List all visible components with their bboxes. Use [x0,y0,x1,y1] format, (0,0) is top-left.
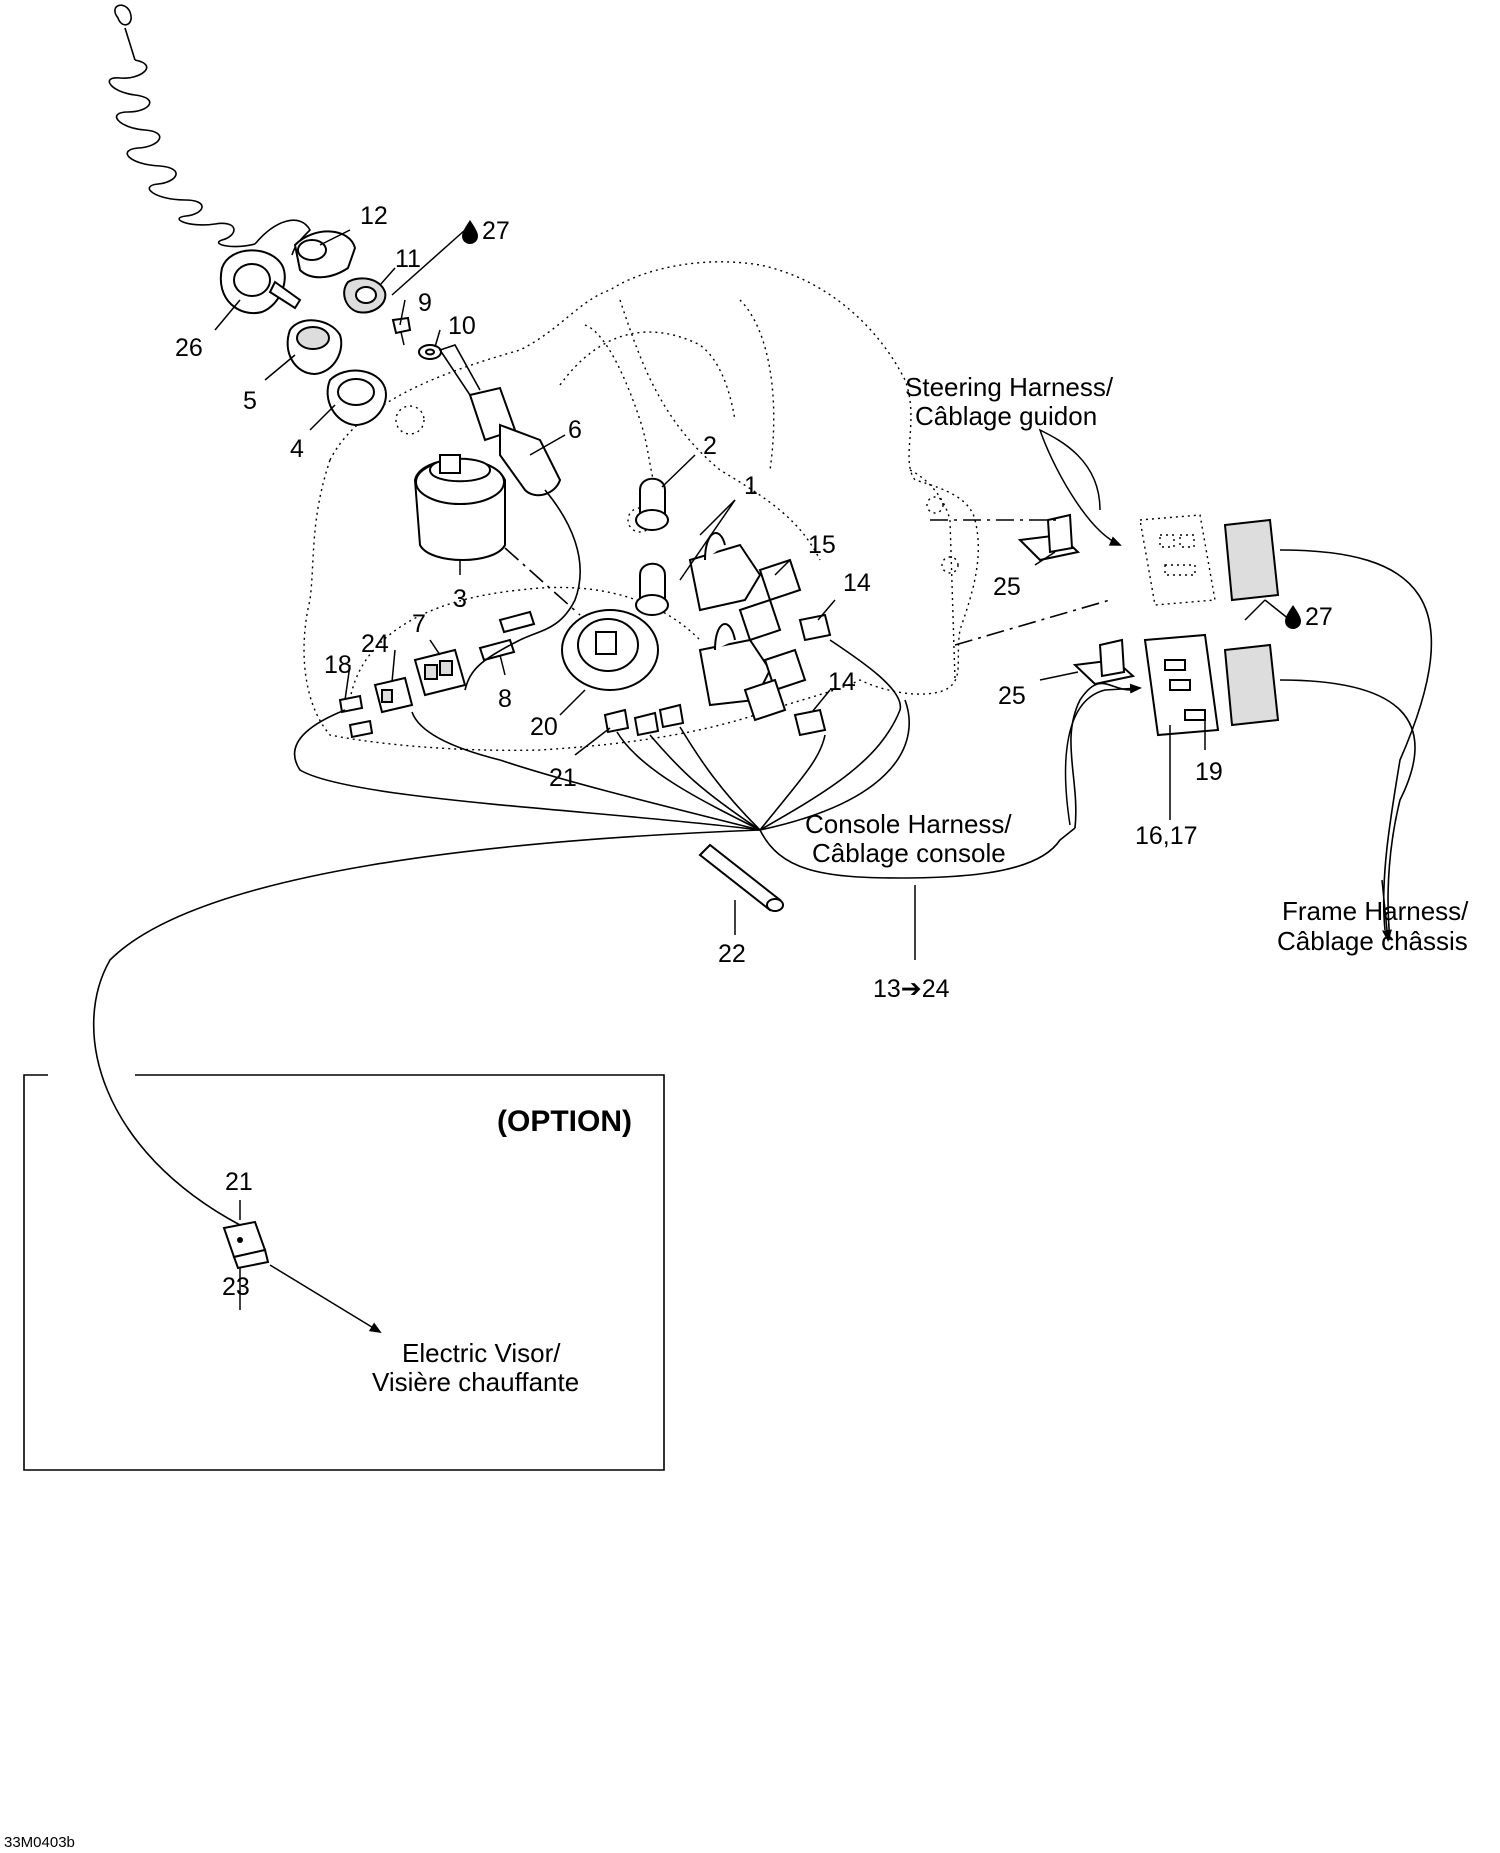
callout-5: 5 [243,387,257,415]
console-harness-wires [92,639,1131,1226]
console-harness-caption-fr: Câblage console [812,838,1006,868]
frame-harness-caption-fr: Câblage châssis [1277,926,1468,956]
drawing-code: 33M0403b [4,1834,75,1851]
part-21-terminals [603,703,685,737]
part-22-sleeve [698,843,784,912]
part-25-clip-upper [1017,513,1081,562]
part-10-washer [418,344,442,360]
part-21-visor-connector [222,1220,270,1270]
callout-16-17: 16,17 [1135,822,1198,850]
callout-27-right: 27 [1305,603,1333,631]
callout-8: 8 [498,685,512,713]
callout-10: 10 [448,312,476,340]
part-20-switch-back [504,547,659,691]
callout-21-option: 21 [225,1168,253,1196]
part-2-switch-knobs [635,477,669,616]
part-7-connector [413,648,467,697]
callout-1: 1 [744,472,758,500]
callout-25-upper: 25 [993,573,1021,601]
part-26-key [219,249,302,315]
part-3-ignition-switch [413,454,506,561]
frame-harness-caption-en: Frame Harness/ [1282,896,1469,926]
callout-4: 4 [290,435,304,463]
callout-22: 22 [718,940,746,968]
harness-captions: Steering Harness/ Câblage guidon Console… [4,372,1469,1851]
part-12-tether-cap [293,230,357,279]
callout-7: 7 [412,610,426,638]
callout-12: 12 [360,202,388,230]
part-8-pins [478,610,536,662]
part-18-terminals [338,694,374,739]
safety-lanyard [108,4,311,256]
callout-24: 24 [361,630,389,658]
part-15-connectors [738,558,807,722]
part-1-toggle-switches [688,532,772,707]
part-6-tether-switch [438,344,581,641]
part-11-switch-cap [343,277,387,314]
part-24-connector [373,676,414,714]
steering-harness-connector [1139,514,1280,606]
callout-13-24: 13➔24 [873,975,950,1003]
callout-20: 20 [530,713,558,741]
leader-lines [214,229,1291,1334]
part-14-terminals [793,613,832,737]
callout-15: 15 [808,531,836,559]
console-harness-caption-en: Console Harness/ [805,809,1012,839]
option-label: (OPTION) [497,1105,632,1138]
callout-21-upper: 21 [549,764,577,792]
callout-labels: 12 27 11 9 10 26 5 4 6 2 1 15 14 14 3 7 … [175,202,1333,1301]
callout-2: 2 [703,432,717,460]
callout-14-lower: 14 [828,668,856,696]
callout-23: 23 [222,1273,250,1301]
callout-11: 11 [395,245,421,273]
steering-harness-caption-en: Steering Harness/ [905,372,1114,402]
electric-visor-caption-en: Electric Visor/ [402,1338,561,1368]
callout-14-upper: 14 [843,569,871,597]
part-5-ignition-nut [286,319,343,376]
electric-visor-caption-fr: Visière chauffante [372,1367,579,1397]
callout-9: 9 [418,289,432,317]
callout-25-lower: 25 [998,682,1026,710]
callout-19: 19 [1195,758,1223,786]
callout-27-upper: 27 [482,217,510,245]
callout-26: 26 [175,334,203,362]
part-25-clip-lower [1072,638,1136,686]
callout-3: 3 [453,585,467,613]
lubricant-drop-icon [1285,605,1301,629]
option-box [23,1074,665,1471]
part-9-screw [391,316,412,346]
lubricant-drop-icon [462,220,478,244]
steering-harness-caption-fr: Câblage guidon [915,401,1097,431]
part-19-frame-connector [1143,633,1280,737]
callout-6: 6 [568,416,582,444]
part-4-bezel [326,369,387,427]
callout-18: 18 [324,651,352,679]
